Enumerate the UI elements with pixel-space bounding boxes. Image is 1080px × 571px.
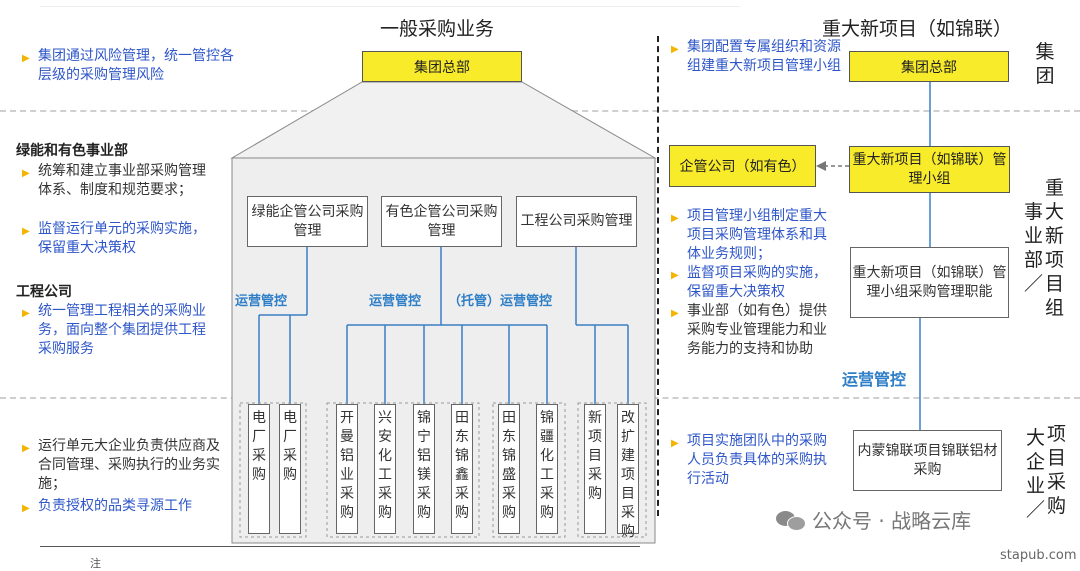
unit-box: 田东锦鑫采购 — [451, 404, 473, 534]
side-label-unit: 大企业／ 项目采购 — [1025, 423, 1067, 521]
general-hq-box: 集团总部 — [362, 51, 522, 82]
note-division-1: ▶统筹和建立事业部采购管理体系、制度和规范要求； — [22, 163, 206, 198]
level2-box-nonferrous: 有色企管公司采购管理 — [381, 196, 502, 247]
site-label: stapub.com — [1000, 548, 1077, 563]
right-note-div-1: ▶项目管理小组制定重大项目采购管理体系和具体业务规则； — [671, 208, 827, 262]
label-control-b: 运营管控 — [369, 294, 422, 309]
major-function-box: 重大新项目（如锦联）管理小组采购管理职能 — [850, 247, 1009, 318]
major-unit-box: 内蒙锦联项目锦联铝材采购 — [853, 430, 1002, 491]
division-head: 绿能和有色事业部 — [16, 143, 128, 159]
note-unit-2: ▶负责授权的品类寻源工作 — [22, 498, 192, 514]
unit-box: 电厂采购 — [279, 404, 301, 534]
level2-box-green: 绿能企管公司采购管理 — [247, 196, 368, 247]
note-group: ▶集团通过风险管理，统一管控各层级的采购管理风险 — [22, 48, 234, 83]
major-hq-box: 集团总部 — [849, 51, 1009, 82]
label-control-c: （托管）运营管控 — [448, 294, 553, 309]
note-unit-1: ▶运行单元大企业负责供应商及合同管理、采购执行的业务实施； — [22, 438, 220, 492]
unit-box: 电厂采购 — [248, 404, 270, 534]
unit-box: 开曼铝业采购 — [336, 404, 358, 534]
top-edge — [40, 0, 740, 7]
major-control-label: 运营管控 — [842, 370, 907, 389]
unit-box: 锦宁铝镁采购 — [413, 404, 435, 534]
level2-box-engineering: 工程公司采购管理 — [516, 196, 637, 247]
unit-box: 兴安化工采购 — [374, 404, 396, 534]
major-connector-lines — [919, 82, 931, 430]
wechat-icon — [776, 509, 806, 531]
connector-lines — [258, 247, 629, 404]
unit-box: 锦疆化工采购 — [536, 404, 558, 534]
vertical-divider — [657, 36, 659, 516]
watermark: 公众号 · 战略云库 — [776, 505, 971, 534]
major-title: 重大新项目（如锦联） — [822, 18, 1013, 40]
unit-box: 改扩建项目采购 — [617, 404, 639, 540]
general-title: 一般采购业务 — [380, 18, 495, 40]
unit-group-outlines — [239, 402, 647, 538]
label-control-a: 运营管控 — [235, 294, 288, 309]
unit-box: 田东锦盛采购 — [498, 404, 520, 534]
side-label-division: 事业部／ 重大新项目组 — [1023, 177, 1065, 319]
enterprise-arrowhead — [816, 161, 826, 171]
right-note-div-2: ▶监督项目采购的实施，保留重大决策权 — [671, 265, 827, 300]
enterprise-box: 企管公司（如有色） — [669, 145, 816, 187]
major-team-box: 重大新项目（如锦联）管理小组 — [849, 146, 1010, 193]
footer-line — [40, 546, 640, 547]
unit-box: 新项目采购 — [584, 404, 606, 534]
zoom-trapezoid — [230, 81, 657, 159]
note-engineering: ▶统一管理工程相关的采购业务，面向整个集团提供工程采购服务 — [22, 303, 206, 357]
right-note-group: ▶集团配置专属组织和资源组建重大新项目管理小组 — [671, 39, 841, 74]
right-note-div-3: ▶事业部（如有色）提供采购专业管理能力和业务能力的支持和协助 — [671, 303, 827, 357]
footer-note: 注 — [90, 557, 101, 570]
right-note-unit: ▶项目实施团队中的采购人员负责具体的采购执行活动 — [671, 433, 827, 487]
note-division-2: ▶监督运行单元的采购实施，保留重大决策权 — [22, 221, 206, 256]
engineering-head: 工程公司 — [16, 284, 72, 300]
side-label-group: 集团 — [1035, 41, 1055, 87]
